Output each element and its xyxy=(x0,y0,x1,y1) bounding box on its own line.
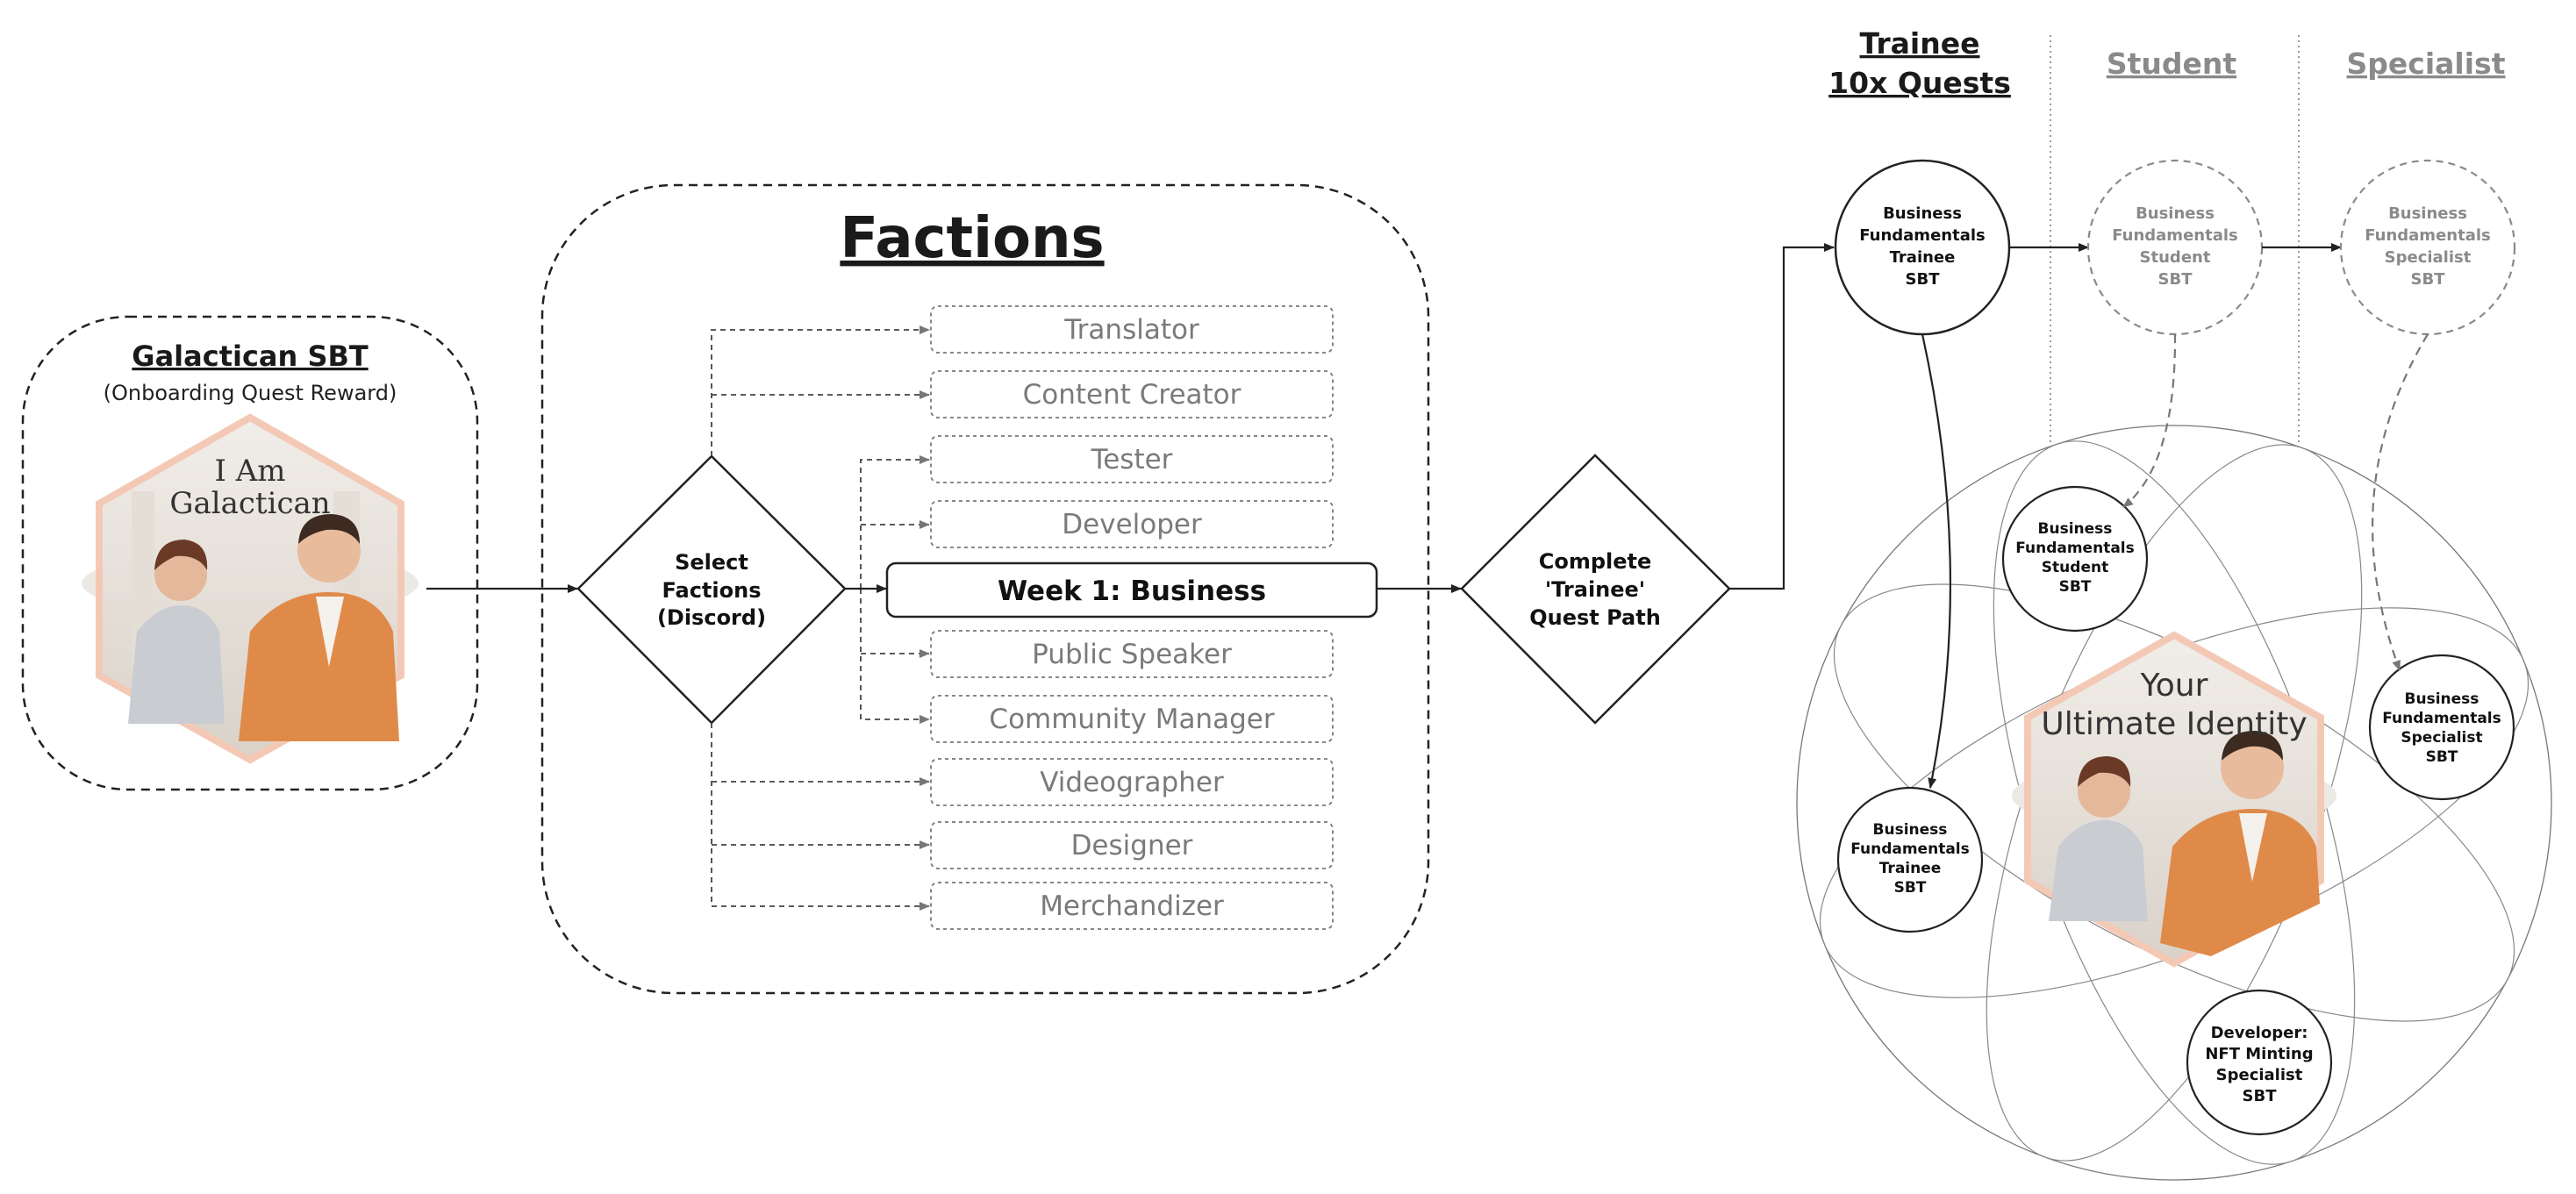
orbit-developer-line-2: NFT Minting xyxy=(2205,1045,2313,1063)
student-node-line-2: Fundamentals xyxy=(2112,226,2237,245)
orbit-specialist-line-1: Business xyxy=(2405,690,2479,708)
week-1-business-node[interactable]: Week 1: Business xyxy=(885,561,1378,618)
faction-item[interactable]: Translator xyxy=(930,305,1334,354)
tier-node-trainee[interactable]: Business Fundamentals Trainee SBT xyxy=(1834,159,2011,336)
orbit-student-line-4: SBT xyxy=(2059,578,2092,596)
trainee-node-line-1: Business xyxy=(1883,204,1962,223)
orbit-trainee-line-2: Fundamentals xyxy=(1850,840,1970,858)
badge-line-2: Galactican xyxy=(169,486,330,521)
orbit-student-line-1: Business xyxy=(2038,520,2113,538)
faction-item[interactable]: Videographer xyxy=(930,758,1334,806)
quest-path-diamond xyxy=(1460,454,1731,725)
orbit-node-trainee[interactable]: Business Fundamentals Trainee SBT xyxy=(1836,786,1984,933)
specialist-node-line-3: Specialist xyxy=(2385,248,2472,267)
quest-path-line-1: Complete xyxy=(1539,549,1652,574)
faction-item[interactable]: Content Creator xyxy=(930,370,1334,418)
trainee-node-line-4: SBT xyxy=(1906,270,1941,289)
faction-item[interactable]: Merchandizer xyxy=(930,882,1334,930)
student-node-line-1: Business xyxy=(2136,204,2215,223)
orbit-node-developer[interactable]: Developer: NFT Minting Specialist SBT xyxy=(2186,989,2333,1136)
identity-line-2: Ultimate Identity xyxy=(2041,706,2307,742)
quest-path-line-2: 'Trainee' xyxy=(1545,577,1645,602)
faction-item[interactable]: Designer xyxy=(930,821,1334,869)
orbit-student-line-3: Student xyxy=(2042,559,2108,576)
week-1-business-label: Week 1: Business xyxy=(998,576,1266,607)
faction-item[interactable]: Tester xyxy=(930,435,1334,483)
tier-node-student[interactable]: Business Fundamentals Student SBT xyxy=(2086,159,2264,336)
faction-label-community-manager: Community Manager xyxy=(989,704,1274,735)
orbit-node-specialist[interactable]: Business Fundamentals Specialist SBT xyxy=(2368,654,2515,801)
connector-student-to-orbit xyxy=(2122,333,2177,508)
quest-path-line-3: Quest Path xyxy=(1529,605,1661,630)
student-node-line-3: Student xyxy=(2140,248,2211,267)
faction-label-tester: Tester xyxy=(1091,444,1173,475)
faction-label-public-speaker: Public Speaker xyxy=(1032,639,1232,670)
select-factions-line-2: Factions xyxy=(662,578,762,603)
faction-item[interactable]: Developer xyxy=(930,500,1334,548)
orbit-developer-line-4: SBT xyxy=(2243,1087,2278,1105)
specialist-node-line-4: SBT xyxy=(2411,270,2446,289)
orbit-developer-line-1: Developer: xyxy=(2211,1024,2308,1042)
orbit-trainee-line-1: Business xyxy=(1873,821,1948,839)
trainee-node-line-3: Trainee xyxy=(1890,248,1956,267)
select-factions-line-3: (Discord) xyxy=(657,605,766,630)
quest-path-decision: Complete 'Trainee' Quest Path xyxy=(1460,454,1731,725)
select-factions-line-1: Select xyxy=(675,550,748,575)
trainee-node-line-2: Fundamentals xyxy=(1859,226,1985,245)
orbit-trainee-line-4: SBT xyxy=(1894,879,1927,897)
identity-line-1: Your xyxy=(2140,668,2208,704)
faction-label-content-creator: Content Creator xyxy=(1023,379,1241,411)
onboarding-title: Galactican SBT xyxy=(132,340,369,373)
onboarding-reward-group: Galactican SBT (Onboarding Quest Reward)… xyxy=(21,315,479,791)
connector-trainee-to-orbit xyxy=(1921,333,1951,789)
orbit-specialist-line-2: Fundamentals xyxy=(2382,710,2501,727)
tier-specialist-label: Specialist xyxy=(2347,46,2506,81)
onboarding-subtitle: (Onboarding Quest Reward) xyxy=(104,381,397,405)
orbit-developer-line-3: Specialist xyxy=(2216,1066,2303,1084)
factions-group: Factions Select Factions (Discord) Trans… xyxy=(540,183,1430,995)
faction-item[interactable]: Community Manager xyxy=(930,695,1334,743)
tier-trainee-line-2: 10x Quests xyxy=(1828,66,2011,100)
identity-sphere: Your Ultimate Identity Business Fundamen… xyxy=(1796,425,2552,1181)
orbit-specialist-line-3: Specialist xyxy=(2401,729,2482,747)
faction-label-translator: Translator xyxy=(1063,314,1199,346)
connector-quest-to-trainee xyxy=(1729,243,1835,590)
badge-line-1: I Am xyxy=(214,454,285,489)
factions-title: Factions xyxy=(840,206,1104,271)
sphere-outline xyxy=(1796,425,2552,1181)
faction-label-designer: Designer xyxy=(1071,830,1193,862)
galactican-badge: I Am Galactican xyxy=(82,413,419,764)
tier-node-specialist[interactable]: Business Fundamentals Specialist SBT xyxy=(2339,159,2516,336)
faction-connectors xyxy=(711,325,930,911)
orbit-student-line-2: Fundamentals xyxy=(2015,540,2135,557)
tier-trainee-line-1: Trainee xyxy=(1860,26,1980,61)
orbit-specialist-line-4: SBT xyxy=(2426,748,2458,766)
student-node-line-4: SBT xyxy=(2158,270,2193,289)
orbit-node-student[interactable]: Business Fundamentals Student SBT xyxy=(2001,485,2149,633)
ultimate-identity-badge: Your Ultimate Identity xyxy=(2012,631,2336,968)
onboarding-box xyxy=(21,315,479,791)
faction-label-developer: Developer xyxy=(1062,509,1202,540)
faction-label-videographer: Videographer xyxy=(1040,767,1224,798)
specialist-node-line-1: Business xyxy=(2388,204,2467,223)
tier-student-label: Student xyxy=(2107,46,2237,81)
tier-headers: Trainee 10x Quests Student Specialist xyxy=(1828,26,2506,443)
specialist-node-line-2: Fundamentals xyxy=(2365,226,2490,245)
orbit-trainee-line-3: Trainee xyxy=(1879,860,1942,877)
faction-item[interactable]: Public Speaker xyxy=(930,630,1334,678)
faction-label-merchandizer: Merchandizer xyxy=(1040,890,1224,922)
connector-specialist-to-orbit xyxy=(2372,333,2429,671)
